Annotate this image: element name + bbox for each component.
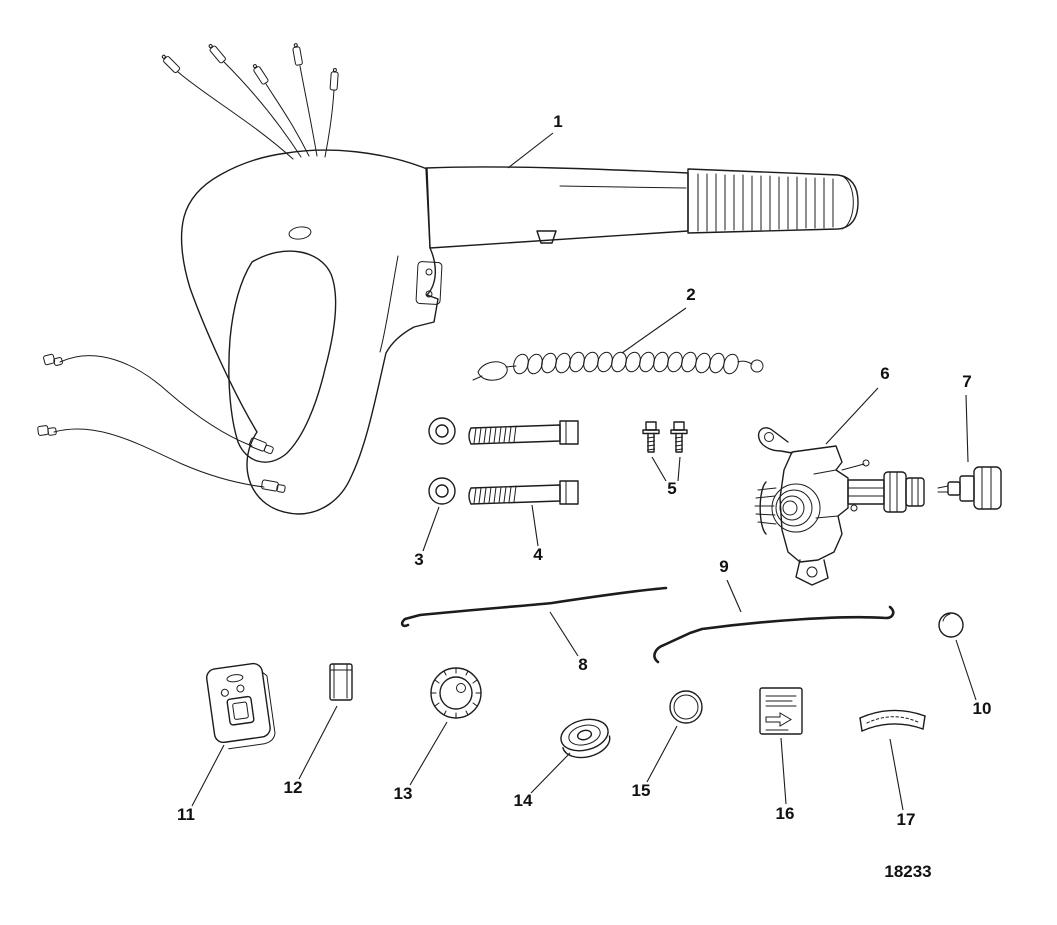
callout-7: 7 xyxy=(962,372,971,391)
part-friction-knob xyxy=(430,667,482,719)
bullet-connector xyxy=(329,68,339,91)
grip-ribs xyxy=(697,173,834,232)
part-throttle-gear-assembly xyxy=(754,427,925,586)
callout-6: 6 xyxy=(880,364,889,383)
part-cap xyxy=(938,612,964,638)
part-bolts xyxy=(468,420,579,505)
callout-8: 8 xyxy=(578,655,587,674)
bullet-connector xyxy=(161,54,181,74)
wire-harness xyxy=(161,43,339,160)
part-decal xyxy=(759,687,803,735)
part-grommet xyxy=(560,718,611,759)
callout-10: 10 xyxy=(973,699,992,718)
callout-1: 1 xyxy=(553,112,562,131)
callout-17: 17 xyxy=(897,810,916,829)
screw xyxy=(670,421,688,453)
part-o-ring xyxy=(669,690,703,724)
part-washers xyxy=(428,417,456,505)
part-link-rod-8 xyxy=(400,586,668,628)
part-curved-decal xyxy=(859,709,926,732)
callout-16: 16 xyxy=(776,804,795,823)
callout-14: 14 xyxy=(514,791,533,810)
part-clip xyxy=(329,663,353,701)
part-lanyard-cord xyxy=(472,351,764,381)
screw xyxy=(642,421,660,453)
drawing-number: 18233 xyxy=(884,862,931,881)
coil xyxy=(513,351,739,375)
callout-3: 3 xyxy=(414,550,423,569)
leader-lines xyxy=(191,132,977,811)
bullet-connector xyxy=(292,43,303,66)
bolt xyxy=(468,480,579,505)
bullet-connector xyxy=(208,44,226,64)
callout-12: 12 xyxy=(284,778,303,797)
bolt xyxy=(468,420,579,445)
control-cables xyxy=(37,353,286,493)
part-link-rod-9 xyxy=(653,605,895,664)
bullet-connector xyxy=(252,64,269,85)
callout-2: 2 xyxy=(686,285,695,304)
part-connector-plug xyxy=(937,466,1002,510)
callout-15: 15 xyxy=(632,781,651,800)
part-tiller-handle-assembly xyxy=(37,43,859,515)
part-screws xyxy=(642,421,688,453)
callout-13: 13 xyxy=(394,784,413,803)
callout-9: 9 xyxy=(719,557,728,576)
callout-11: 11 xyxy=(177,805,195,824)
part-switch-panel xyxy=(206,662,276,750)
callout-5: 5 xyxy=(667,479,676,498)
callout-4: 4 xyxy=(533,545,543,564)
